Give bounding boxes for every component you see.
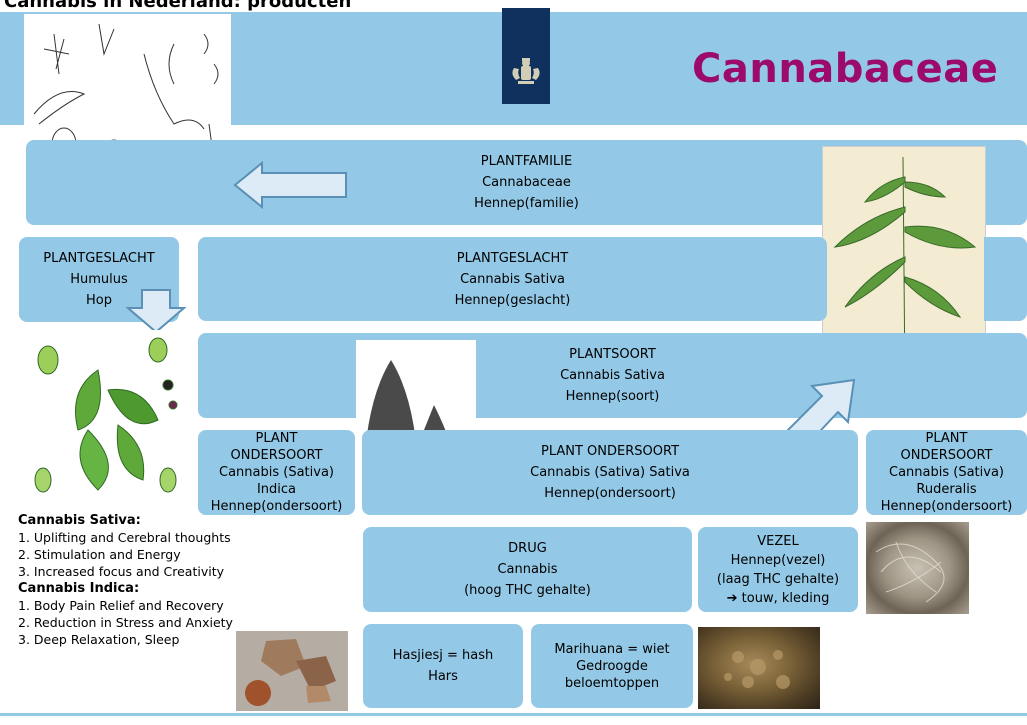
box-line: Cannabis (Sativa) Sativa (530, 465, 690, 480)
box-hasjiesj: Hasjiesj = hash Hars (363, 624, 523, 708)
box-line: beloemtoppen (564, 675, 660, 691)
box-heading: PLANT (255, 431, 298, 446)
sativa-heading: Cannabis Sativa: (18, 513, 141, 528)
cannabis-subspecies-silhouettes-front (356, 430, 476, 510)
box-heading: Hasjiesj = hash (392, 648, 494, 663)
dried-bud-photo (698, 627, 820, 709)
list-item: 2. Stimulation and Energy (18, 547, 181, 562)
box-heading: PLANTGESLACHT (456, 250, 569, 266)
list-item: 3. Deep Relaxation, Sleep (18, 632, 180, 647)
hemp-fiber-photo (866, 522, 969, 614)
box-heading: PLANTSOORT (569, 347, 656, 362)
box-heading: PLANT (925, 431, 968, 446)
box-heading: PLANTGESLACHT (43, 251, 155, 266)
box-line: Cannabis Sativa (460, 271, 565, 287)
box-ondersoort-sativa: PLANT ONDERSOORT Cannabis (Sativa) Sativ… (362, 430, 858, 515)
box-heading: VEZEL (757, 533, 799, 549)
hop-botanical-illustration-front (24, 140, 231, 221)
list-item: 1. Uplifting and Cerebral thoughts (18, 530, 231, 545)
indica-heading: Cannabis Indica: (18, 581, 140, 596)
hop-plant-illustration (18, 330, 183, 510)
box-line: Cannabis (Sativa) (889, 465, 1004, 480)
arrow-down-icon (126, 289, 186, 334)
top-strip: Cannabis in Nederland: producten (0, 0, 1027, 12)
bud-texture (724, 650, 790, 689)
box-line: Hennep(familie) (474, 196, 579, 211)
box-line: Hennep(vezel) (730, 552, 826, 568)
dutch-coat-of-arms-icon (512, 58, 540, 84)
box-line: Hennep(ondersoort) (880, 499, 1013, 514)
box-heading: Marihuana = wiet (554, 641, 670, 657)
hop-drawing (34, 337, 178, 493)
box-line: Hop (86, 293, 112, 308)
box-line: Cannabis (497, 562, 558, 577)
cut-off-heading: Cannabis in Nederland: producten (4, 0, 352, 12)
box-line: Hennep(soort) (565, 389, 660, 404)
box-line: Humulus (70, 272, 128, 287)
effects-list: Cannabis Sativa: 1. Uplifting and Cerebr… (18, 512, 233, 648)
box-line: (laag THC gehalte) (716, 571, 840, 587)
box-line: ➔ touw, kleding (726, 590, 830, 606)
hashish-photo (236, 631, 348, 711)
box-drug: DRUG Cannabis (hoog THC gehalte) (363, 527, 692, 612)
box-plantgeslacht-cannabis: PLANTGESLACHT Cannabis Sativa Hennep(ges… (198, 237, 827, 321)
box-line: Hennep(ondersoort) (544, 486, 676, 501)
box-ondersoort-indica: PLANT ONDERSOORT Cannabis (Sativa) Indic… (198, 430, 355, 515)
box-heading: ONDERSOORT (900, 448, 993, 463)
box-heading: ONDERSOORT (230, 448, 323, 463)
box-ondersoort-ruderalis: PLANT ONDERSOORT Cannabis (Sativa) Ruder… (866, 430, 1027, 515)
box-line: (hoog THC gehalte) (464, 583, 591, 598)
fiber-strands (875, 541, 945, 603)
list-item: 1. Body Pain Relief and Recovery (18, 598, 224, 613)
logo (502, 8, 550, 104)
box-plantgeslacht-cannabis-right (984, 237, 1027, 321)
box-line: Cannabaceae (482, 175, 571, 190)
box-line: Indica (256, 482, 297, 497)
box-plantsoort: PLANTSOORT Cannabis Sativa Hennep(soort) (198, 333, 1027, 418)
footer-line (0, 713, 1027, 716)
box-line: Gedroogde (576, 658, 648, 674)
box-line: Hennep(geslacht) (454, 292, 571, 308)
box-heading: DRUG (508, 541, 547, 556)
box-line: Cannabis Sativa (560, 368, 665, 383)
box-vezel: VEZEL Hennep(vezel) (laag THC gehalte) ➔… (698, 527, 858, 612)
box-line: Ruderalis (916, 482, 977, 497)
arrow-left-icon (233, 160, 347, 210)
hash-pieces (245, 639, 336, 706)
box-line: Cannabis (Sativa) (219, 465, 334, 480)
box-heading: PLANTFAMILIE (480, 154, 573, 169)
list-item: 2. Reduction in Stress and Anxiety (18, 615, 233, 630)
page-title: Cannabaceae (692, 46, 999, 92)
box-line: Hennep(ondersoort) (210, 499, 343, 514)
box-line: Hars (428, 669, 458, 684)
box-heading: PLANT ONDERSOORT (540, 444, 680, 459)
list-item: 3. Increased focus and Creativity (18, 564, 225, 579)
box-marihuana: Marihuana = wiet Gedroogde beloemtoppen (531, 624, 693, 708)
